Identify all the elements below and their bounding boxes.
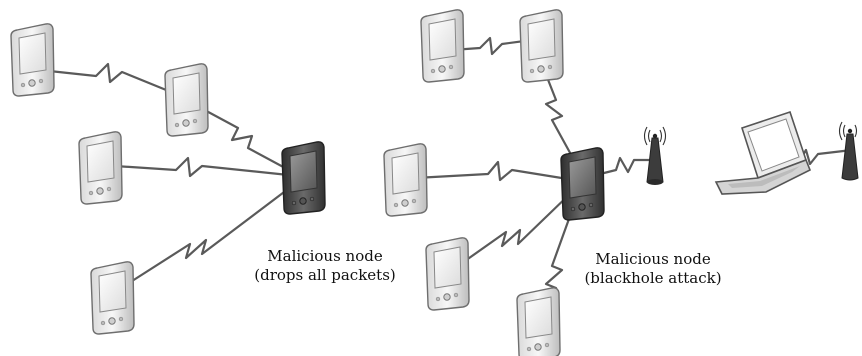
link-left-d-m	[117, 179, 301, 291]
caption-left: Malicious node (drops all packets)	[250, 247, 400, 285]
link-right-b-m	[543, 71, 575, 161]
caption-right: Malicious node (blackhole attack)	[578, 250, 728, 288]
caption-right-line2: (blackhole attack)	[584, 269, 722, 287]
caption-left-line2: (drops all packets)	[254, 266, 396, 284]
pda-icon	[425, 237, 470, 311]
pda-icon	[164, 63, 209, 137]
pda-icon	[383, 143, 428, 217]
laptop-icon	[714, 110, 812, 195]
pda-icon	[90, 261, 135, 335]
antenna-tower-icon	[643, 126, 667, 186]
link-left-a-b	[39, 62, 177, 96]
link-right-m-ap	[591, 156, 650, 178]
pda-icon	[516, 287, 561, 356]
link-right-d-m	[454, 189, 575, 269]
link-right-a-b	[451, 36, 533, 56]
pda-icon	[78, 131, 123, 205]
link-right-c-m	[414, 160, 575, 182]
pda-icon	[519, 9, 564, 83]
pda-icon	[10, 23, 55, 97]
link-left-c-m	[99, 156, 299, 178]
pda-icon	[420, 9, 465, 83]
wireless-links-left	[39, 62, 301, 291]
left-scenario	[10, 23, 326, 335]
malicious-pda-icon	[560, 147, 605, 221]
link-left-b-m	[185, 99, 301, 177]
caption-right-line1: Malicious node	[595, 250, 711, 268]
right-scenario	[383, 9, 859, 356]
antenna-tower-icon	[838, 121, 859, 181]
caption-left-line1: Malicious node	[267, 247, 383, 265]
malicious-pda-icon	[281, 141, 326, 215]
